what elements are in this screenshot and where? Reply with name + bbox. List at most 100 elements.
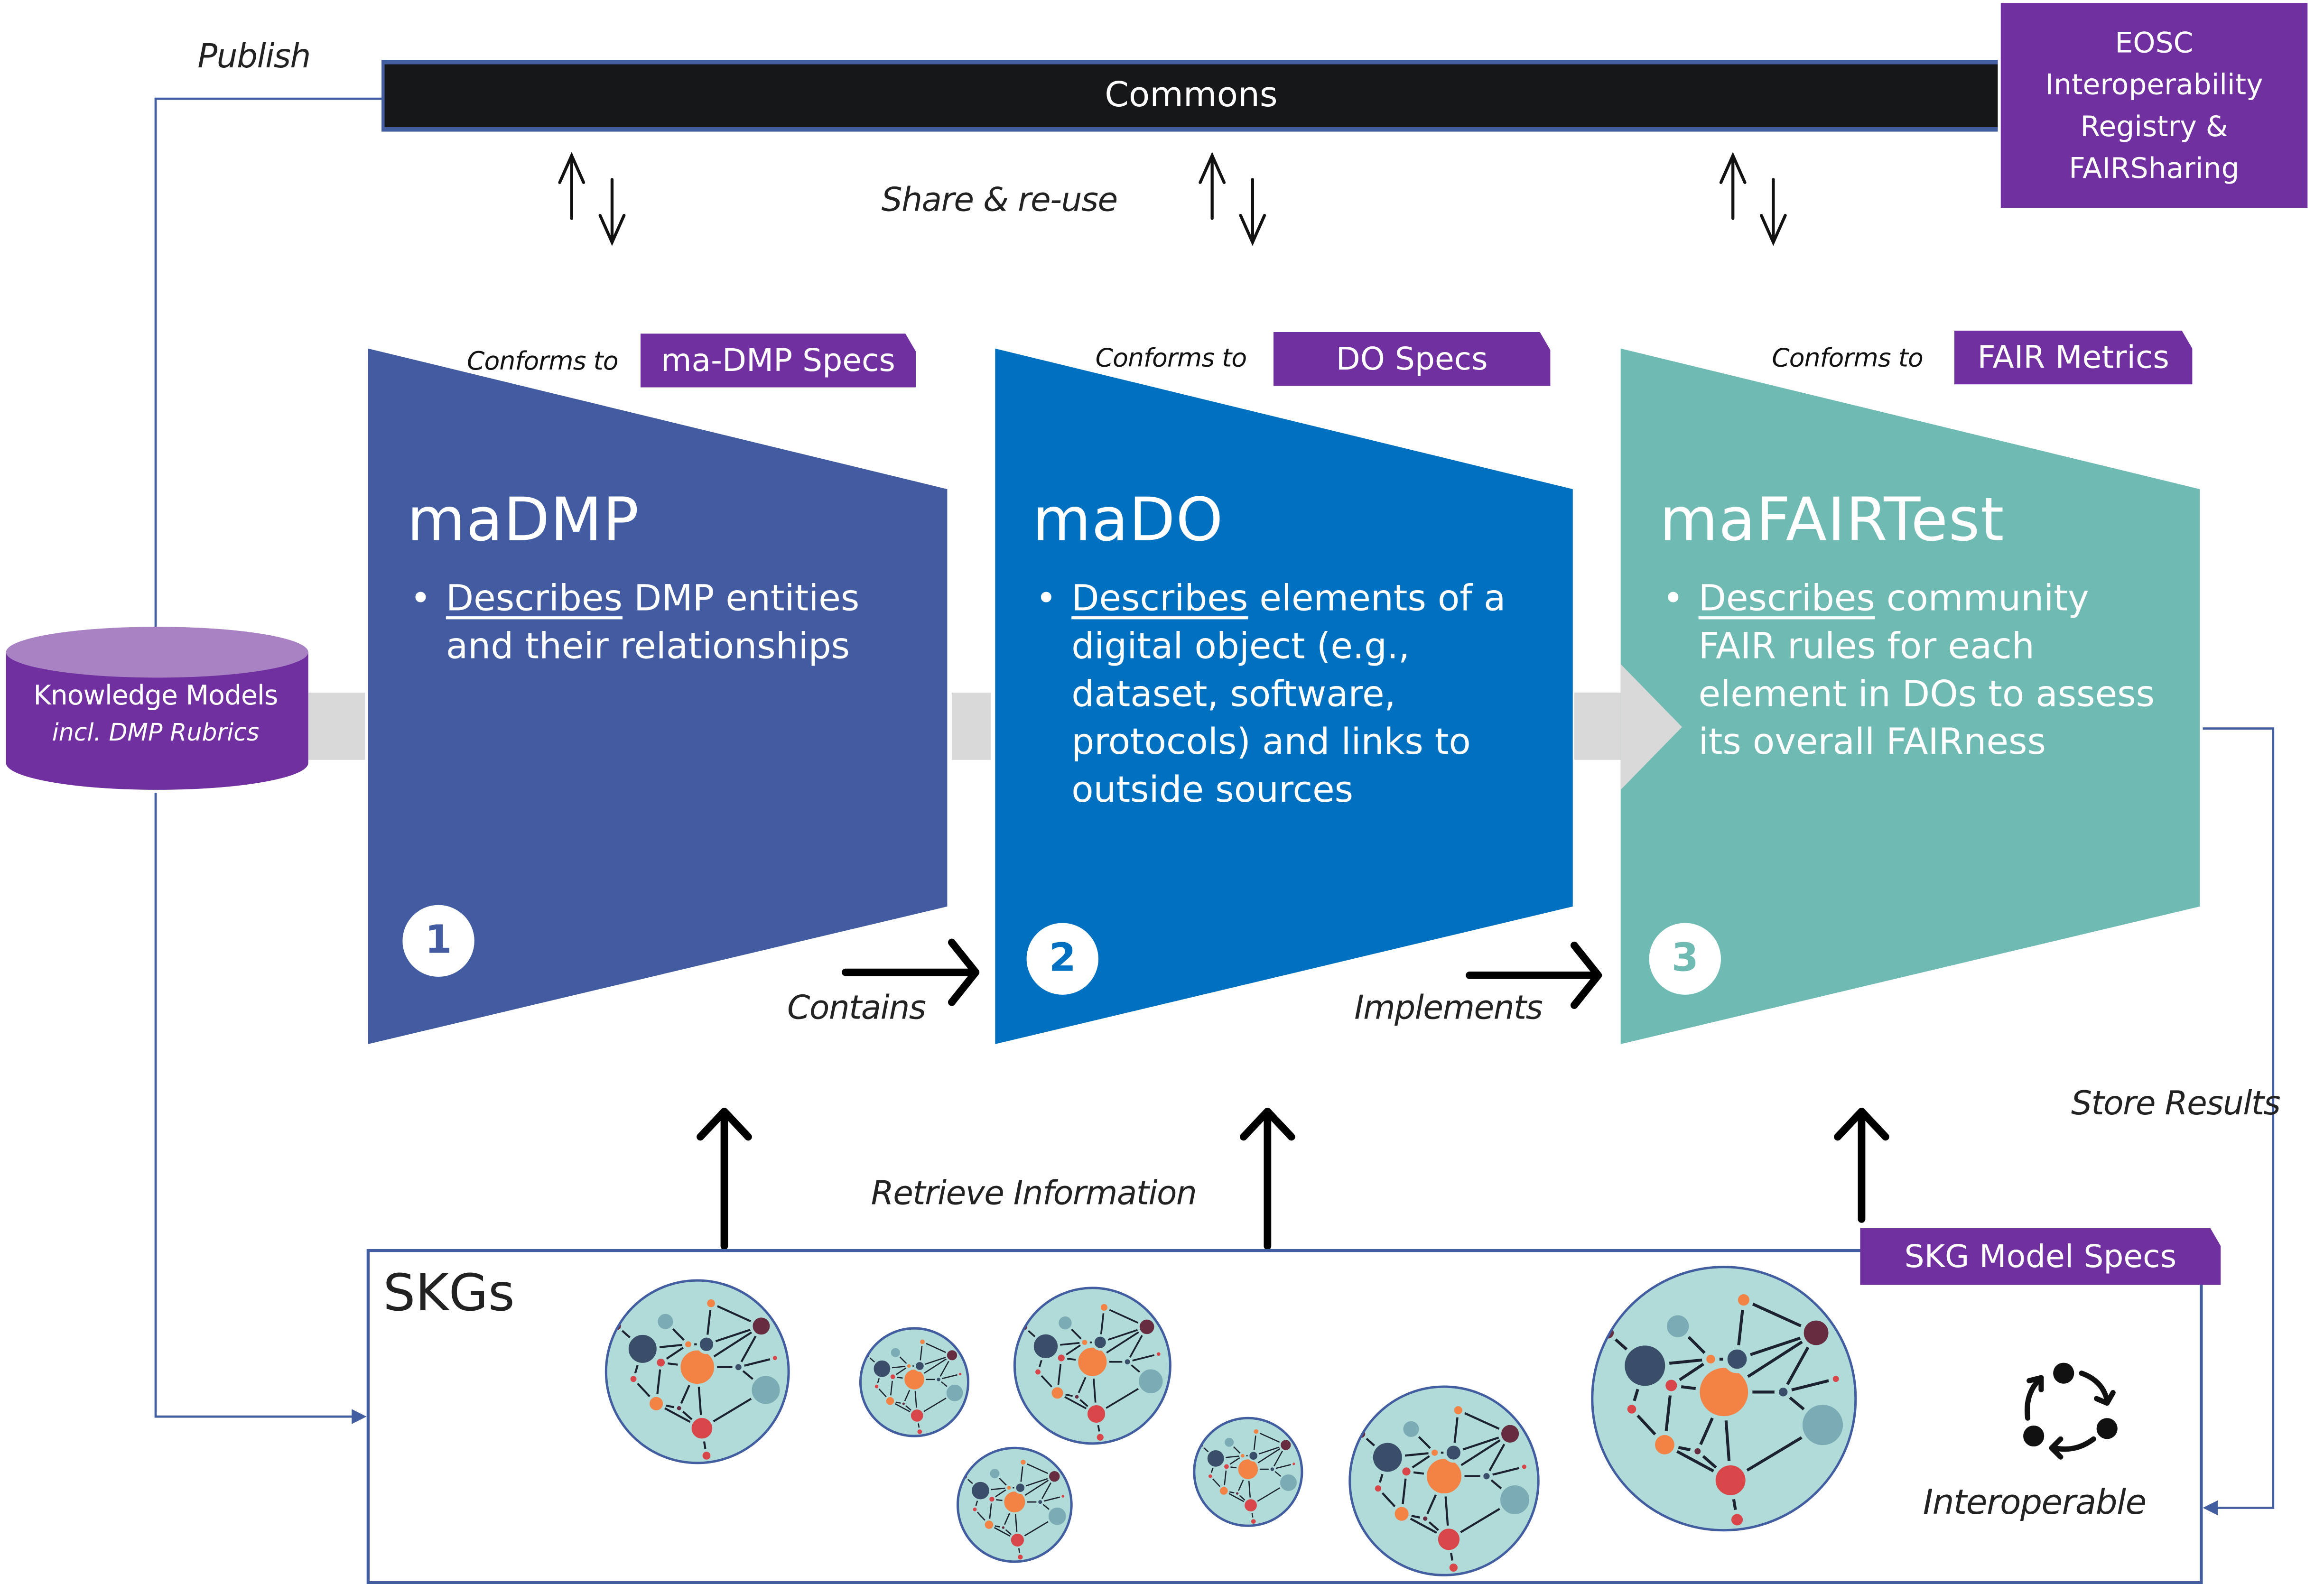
graph-node: [1435, 1525, 1463, 1553]
graph-node: [654, 1311, 676, 1333]
contains-arrow: [842, 938, 980, 1006]
graph-node: [1268, 1465, 1276, 1473]
spec-tag-label: SKG Model Specs: [1904, 1238, 2177, 1275]
graph-node: [1451, 1403, 1466, 1417]
interoperable-label: Interoperable: [1923, 1483, 2147, 1523]
graph-node: [1370, 1439, 1405, 1475]
graph-node: [1206, 1448, 1226, 1469]
graph-node: [749, 1373, 783, 1407]
graph-node: [1252, 1427, 1261, 1436]
knowledge-graph-bubble: [1348, 1385, 1540, 1576]
graph-node: [697, 1334, 716, 1354]
implements-label: Implements: [1354, 990, 1543, 1028]
graph-node: [1137, 1317, 1157, 1337]
graph-node: [1249, 1517, 1258, 1526]
commons-label: Commons: [1105, 76, 1278, 115]
knowledge-graph-bubble: [1591, 1266, 1857, 1532]
stage-shape-madmp: [368, 348, 948, 1044]
graph-edge: [1272, 1463, 1294, 1470]
graph-outline: [1013, 1287, 1171, 1445]
graph-node: [873, 1383, 881, 1390]
flow-arrow-2-3-head: [1620, 664, 1682, 790]
share-reuse-label: Share & re-use: [881, 182, 1118, 220]
graph-node: [889, 1346, 902, 1359]
graph-node: [704, 1296, 718, 1310]
graph-outline: [604, 1279, 790, 1464]
flow-bar-km: [308, 692, 365, 760]
graph-node: [1055, 1352, 1068, 1364]
implements-arrow: [1466, 941, 1602, 1009]
knowledge-graph-bubble: [859, 1327, 970, 1437]
graph-node: [1236, 1457, 1260, 1481]
spec-tag-label: FAIR Metrics: [1977, 339, 2169, 376]
share-arrows-3: [1719, 152, 1787, 246]
graph-node: [1049, 1384, 1066, 1401]
stage-desc-mafairtest: Describes community FAIR rules for each …: [1663, 574, 2157, 766]
graph-node: [1497, 1482, 1533, 1518]
graph-node: [900, 1400, 907, 1407]
graph-node: [1207, 1473, 1214, 1480]
graph-node: [1291, 1461, 1297, 1467]
km-to-skg-connector: [154, 793, 367, 1424]
knowledge-models-cylinder: [6, 627, 308, 790]
graph-node: [987, 1494, 996, 1504]
graph-node: [915, 1427, 924, 1436]
knowledge-models-title: Knowledge Models: [33, 680, 278, 712]
graph-node: [1075, 1345, 1109, 1379]
retrieve-information-label: Retrieve Information: [871, 1176, 1197, 1213]
graph-node: [1243, 1497, 1259, 1513]
registry-line: Interoperability: [2045, 68, 2263, 101]
describes-verb: Describes: [446, 577, 623, 620]
graph-node: [1079, 1337, 1090, 1348]
graph-node: [1036, 1498, 1044, 1506]
graph-node: [918, 1337, 927, 1346]
graph-node: [1239, 1452, 1246, 1460]
graph-node: [1400, 1418, 1422, 1440]
graph-node: [1423, 1455, 1465, 1497]
retrieve-arrow-3: [1834, 1107, 1889, 1223]
knowledge-models-subtitle: incl. DMP Rubrics: [52, 718, 260, 747]
graph-node: [909, 1408, 925, 1424]
graph-node: [905, 1362, 913, 1370]
graph-node: [1498, 1422, 1522, 1446]
describes-verb: Describes: [1698, 577, 1875, 620]
graph-node: [654, 1355, 668, 1370]
graph-node: [1060, 1493, 1067, 1500]
graph-node: [988, 1467, 1002, 1481]
spec-tag-label: DO Specs: [1336, 341, 1488, 377]
stage-desc-text: elements of a digital object (e.g., data…: [1071, 577, 1506, 811]
graph-node: [1154, 1349, 1163, 1359]
share-arrows-1: [558, 152, 626, 246]
graph-node: [944, 1383, 965, 1403]
graph-node: [1650, 1430, 1679, 1459]
graph-node: [1623, 1400, 1641, 1418]
graph-node: [1234, 1490, 1241, 1497]
stage-desc-mado: Describes elements of a digital object (…: [1035, 574, 1514, 814]
graph-node: [1620, 1341, 1670, 1390]
graph-node: [1019, 1458, 1028, 1467]
retrieve-arrow-1: [697, 1107, 752, 1250]
graph-node: [1519, 1461, 1530, 1473]
publish-label: Publish: [197, 38, 311, 76]
graph-node: [1446, 1560, 1461, 1575]
graph-node: [699, 1448, 714, 1463]
graph-node: [750, 1314, 773, 1338]
interoperable-cycle-icon: [2023, 1362, 2118, 1460]
graph-node: [1733, 1289, 1754, 1310]
spec-tag-label: ma-DMP Specs: [661, 343, 895, 379]
graph-node: [1046, 1505, 1068, 1527]
skg-title: SKGs: [383, 1264, 515, 1324]
graph-node: [627, 1373, 640, 1385]
describes-verb: Describes: [1071, 577, 1248, 620]
share-arrows-2: [1199, 152, 1266, 246]
graph-node: [1391, 1504, 1412, 1524]
graph-edge: [1486, 1465, 1525, 1477]
graph-outline: [1591, 1266, 1857, 1532]
graph-node: [1032, 1367, 1043, 1377]
graph-node: [1278, 1473, 1299, 1493]
graph-node: [884, 1395, 896, 1407]
graph-node: [1799, 1316, 1833, 1350]
graph-edge: [738, 1357, 775, 1368]
graph-node: [1695, 1363, 1753, 1421]
